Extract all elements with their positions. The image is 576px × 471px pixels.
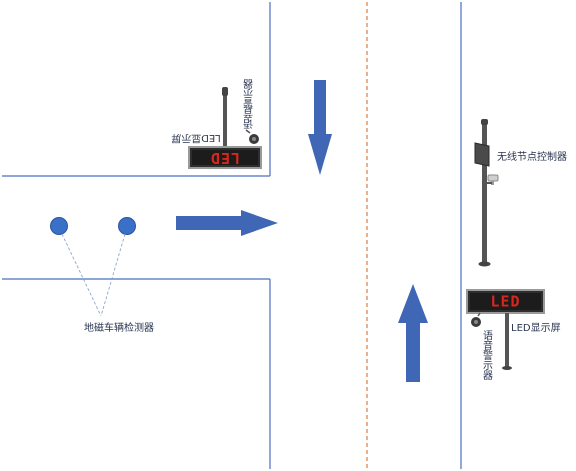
right-arrow: [176, 210, 278, 236]
sensor-right: [118, 217, 136, 235]
camera-icon: [487, 174, 499, 185]
geomagnetic-detector-label: 地磁车辆检测器: [84, 321, 154, 334]
right-voice-alarm-label: 语音警示器: [481, 330, 493, 381]
road-edges: [2, 2, 462, 469]
right-led-screen-inner: [470, 293, 541, 310]
geomagnetic-sensors: [50, 217, 136, 317]
controller-pole-cap: [481, 119, 488, 125]
right-speaker-icon: [471, 312, 481, 327]
top-speaker-icon: [245, 129, 259, 144]
top-led-pole: [223, 93, 227, 150]
down-arrow: [308, 80, 332, 175]
right-led-pole-base: [502, 366, 512, 370]
top-led-screen-inner: [192, 150, 258, 165]
sensor-leader-right: [100, 233, 126, 317]
top-voice-alarm-label: 语音警示器: [244, 78, 256, 129]
controller-pole: [482, 123, 487, 263]
right-led-pole: [505, 313, 509, 368]
controller-assembly: [474, 119, 499, 267]
sensor-leader-left: [61, 233, 102, 317]
top-led-assembly: LED LED显示屏 语音警示器: [171, 78, 262, 169]
sensor-left: [50, 217, 68, 235]
right-led-assembly: LED: [466, 289, 545, 370]
top-led-display-label: LED显示屏: [171, 132, 221, 144]
up-arrow: [398, 284, 428, 382]
wireless-panel-icon: [474, 142, 490, 167]
wireless-controller-label: 无线节点控制器: [497, 150, 567, 163]
controller-pole-base: [478, 261, 491, 267]
right-led-screen-text: LED: [490, 293, 520, 311]
top-led-screen-text: LED: [210, 149, 240, 167]
right-led-display-label: LED显示屏: [511, 322, 561, 334]
top-led-pole-cap: [222, 87, 228, 96]
